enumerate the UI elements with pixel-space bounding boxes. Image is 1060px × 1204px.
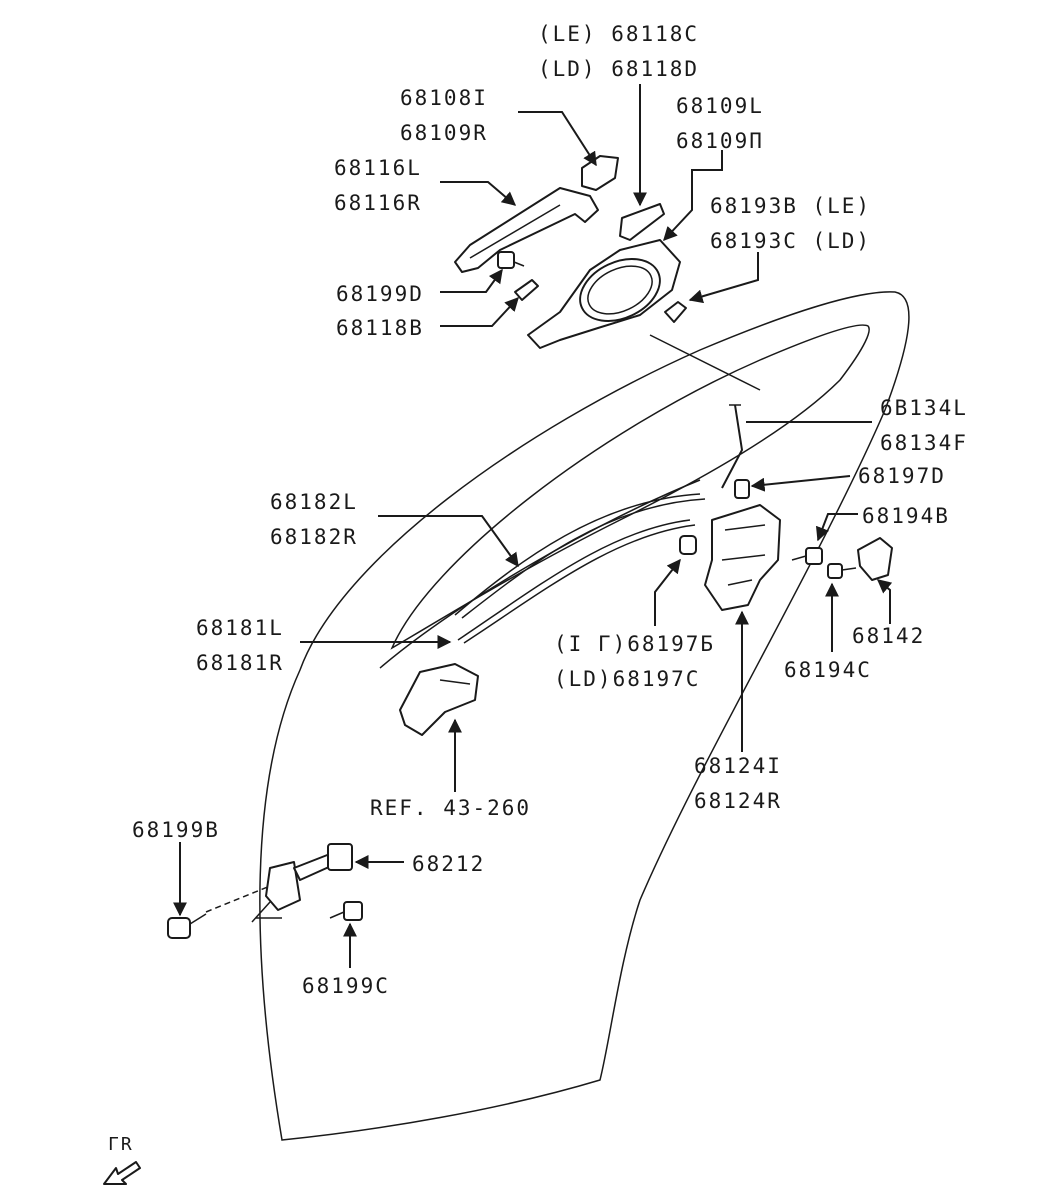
- callout-line: 6B134L: [880, 396, 968, 420]
- leader-lines: [173, 84, 893, 968]
- callout-line: ΓR: [108, 1134, 134, 1155]
- bolt-68194b: [791, 547, 823, 565]
- callout-line: 68193B (LE): [710, 194, 872, 218]
- callout-68118c-d: (LE) 68118C (LD) 68118D: [538, 24, 699, 80]
- screw-68199d: [497, 251, 525, 269]
- handle-cap: [581, 155, 619, 191]
- bolt-68199c: [329, 901, 363, 921]
- callout-line: 68109R: [400, 121, 488, 145]
- callout-68212: 68212: [412, 854, 485, 875]
- callout-line: 68181R: [196, 651, 284, 675]
- callout-line: 68181L: [196, 616, 284, 640]
- callout-line: 68142: [852, 624, 926, 648]
- callout-line: 68109П: [676, 129, 764, 153]
- handle-bezel-insert: [619, 203, 665, 241]
- callout-line: REF. 43-260: [370, 796, 532, 820]
- callout-68108-68109r: 68108I 68109R: [400, 88, 488, 144]
- callout-line: 68118B: [336, 316, 424, 340]
- callout-68197d: 68197D: [858, 466, 946, 487]
- callout-68194c: 68194C: [784, 660, 872, 681]
- callout-line: (LE) 68118C: [538, 22, 700, 46]
- callout-line: 68199C: [302, 974, 390, 998]
- callout-68182: 68182L 68182R: [270, 492, 358, 548]
- callout-68116: 68116L 68116R: [334, 158, 422, 214]
- bolt-68199b: [167, 913, 207, 939]
- callout-ref-43-260: REF. 43-260: [370, 798, 531, 819]
- callout-line: 68124I: [694, 754, 782, 778]
- callout-line: (LD)68197C: [554, 667, 701, 691]
- callout-line: 68193C (LD): [710, 229, 872, 253]
- callout-68194b: 68194B: [862, 506, 950, 527]
- handle-frame: [527, 239, 681, 349]
- callout-68142: 68142: [852, 626, 925, 647]
- callout-line: 68199B: [132, 818, 220, 842]
- release-cables: [454, 493, 706, 644]
- callout-line: 68194C: [784, 658, 872, 682]
- lock-rod: [721, 404, 744, 489]
- rod-clip-68197d: [734, 479, 750, 499]
- callout-68199b: 68199B: [132, 820, 220, 841]
- callout-68193: 68193B (LE) 68193C (LD): [710, 196, 871, 252]
- outside-handle: [454, 187, 599, 273]
- callout-line: 68124R: [694, 789, 782, 813]
- callout-68197b-c: (I Г)68197Б (LD)68197C: [554, 634, 715, 690]
- striker-68142: [857, 537, 893, 581]
- front-direction-label: ΓR: [108, 1136, 134, 1154]
- callout-line: 68212: [412, 852, 486, 876]
- callout-line: 68116L: [334, 156, 422, 180]
- cable-clip-68197b: [679, 535, 697, 555]
- callout-line: 68108I: [400, 86, 488, 110]
- callout-68199d: 68199D: [336, 284, 424, 305]
- callout-68118b: 68118B: [336, 318, 424, 339]
- callout-68124: 68124I 68124R: [694, 756, 782, 812]
- callout-line: 68134F: [880, 431, 968, 455]
- callout-line: 68182R: [270, 525, 358, 549]
- door-latch: [704, 504, 781, 611]
- callout-line: (I Г)68197Б: [554, 632, 716, 656]
- callout-line: 68197D: [858, 464, 946, 488]
- callout-68181: 68181L 68181R: [196, 618, 284, 674]
- callout-line: 68109L: [676, 94, 764, 118]
- front-direction-arrow: [103, 1161, 141, 1185]
- bolt-68194c: [827, 563, 857, 579]
- ref-bracket: [399, 663, 479, 736]
- callout-68199c: 68199C: [302, 976, 390, 997]
- door-panel-outline: [259, 291, 910, 1141]
- clip-68118b: [514, 279, 539, 301]
- callout-line: 68194B: [862, 504, 950, 528]
- callout-line: (LD) 68118D: [538, 57, 700, 81]
- callout-line: 68116R: [334, 191, 422, 215]
- callout-line: 68182L: [270, 490, 358, 514]
- callout-68134: 6B134L 68134F: [880, 398, 968, 454]
- callout-68109l: 68109L 68109П: [676, 96, 764, 152]
- door-check: [265, 843, 353, 911]
- clip-68193: [664, 301, 687, 323]
- callout-line: 68199D: [336, 282, 424, 306]
